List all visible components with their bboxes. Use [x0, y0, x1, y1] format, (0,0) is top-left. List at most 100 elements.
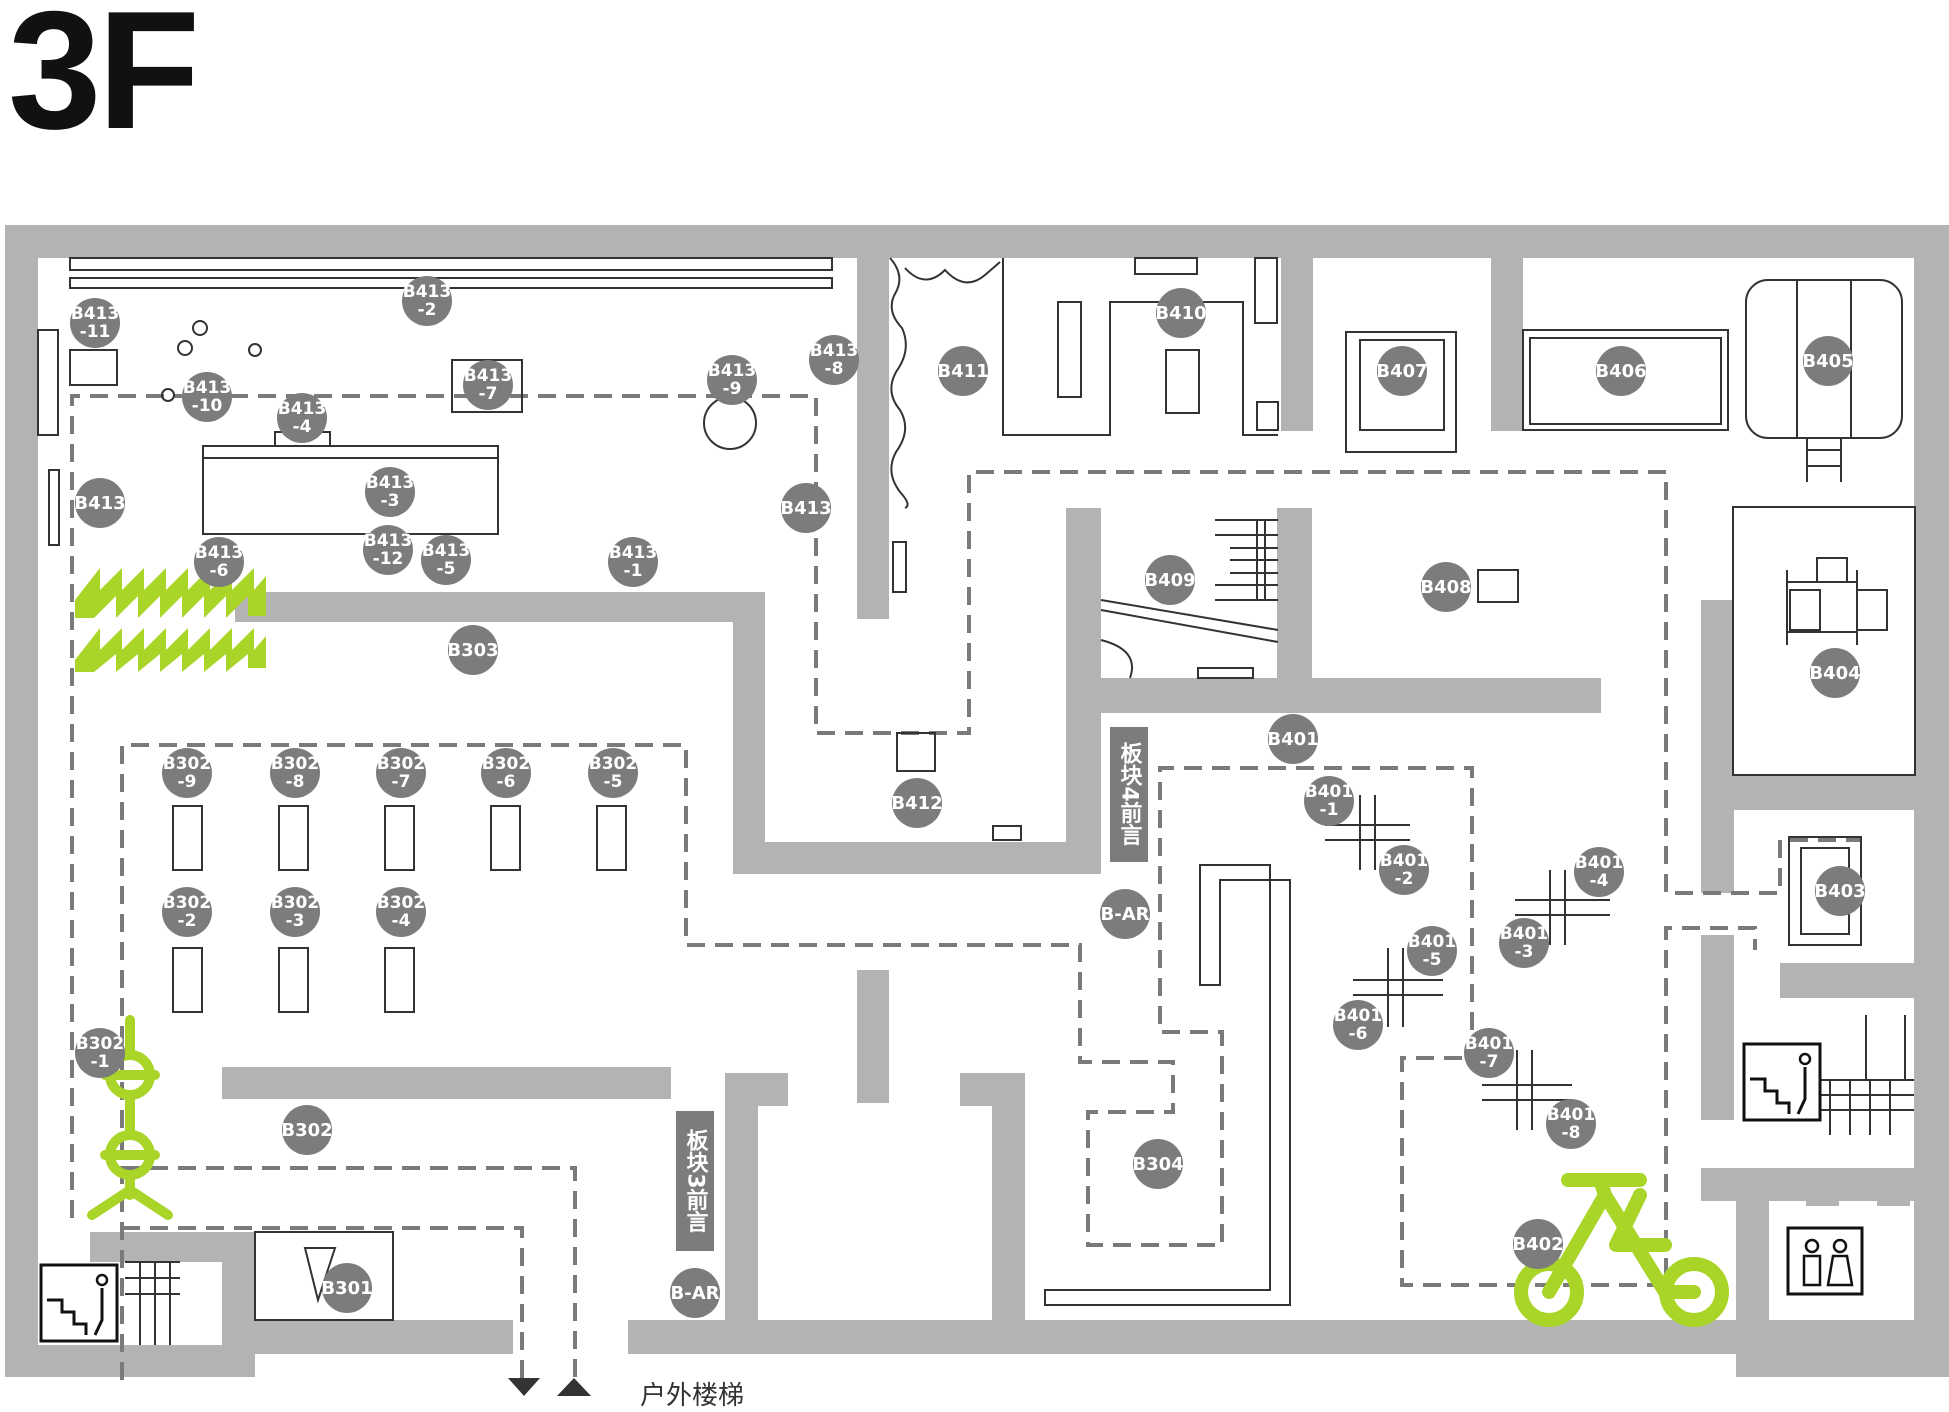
- b409-bottom-strip: [1197, 667, 1254, 679]
- location-marker-badge: [448, 625, 498, 675]
- location-marker-label: B303: [447, 640, 498, 661]
- location-marker-label: B302-4: [377, 893, 425, 931]
- location-marker-badge: [1133, 1139, 1183, 1189]
- location-marker-label: B401-2: [1380, 851, 1428, 889]
- location-marker: B401-7: [1464, 1028, 1514, 1078]
- stairs-icon-body-right: [1796, 1067, 1807, 1115]
- location-marker-badge: [463, 360, 513, 410]
- location-marker: B413-6: [194, 537, 244, 587]
- b401-cross-5: [1353, 948, 1443, 1027]
- stairs-icon-steps-left: [47, 1298, 88, 1335]
- stairs-icon-steps-right: [1750, 1077, 1791, 1114]
- location-marker: B408: [1420, 562, 1472, 612]
- location-marker-badge: [809, 335, 859, 385]
- section-label-4-bg: [1110, 727, 1148, 862]
- location-marker-label: B403: [1814, 881, 1865, 902]
- location-marker-badge: [70, 298, 120, 348]
- lime-figure-icon: [87, 1015, 173, 1220]
- location-marker-badge: [670, 1268, 720, 1318]
- location-marker-label: B401: [1267, 729, 1318, 750]
- location-marker-label: B412: [891, 793, 942, 814]
- location-marker-label: B302-2: [163, 893, 211, 931]
- wall-b404-b403: [1733, 775, 1949, 810]
- wall-b303-horizontal: [235, 592, 765, 622]
- location-marker-label: B413: [74, 493, 125, 514]
- location-marker-badge: [376, 748, 426, 798]
- b413-left-panel: [37, 329, 59, 436]
- b410-right-box: [1256, 401, 1279, 431]
- location-marker-label: B-AR: [1101, 904, 1150, 925]
- location-marker: B413-9: [707, 355, 757, 405]
- figure-leg-left: [87, 1185, 135, 1220]
- wall-central-left-cap: [725, 1073, 788, 1106]
- location-marker-label: B302-6: [482, 754, 530, 792]
- location-marker: B402: [1512, 1219, 1564, 1269]
- b410-partition: [1002, 258, 1278, 436]
- b412-small-box: [992, 825, 1022, 841]
- b408-box: [1477, 569, 1519, 603]
- location-marker-badge: [1156, 288, 1206, 338]
- location-marker: B401-8: [1546, 1099, 1596, 1149]
- location-marker-label: B413-4: [278, 399, 326, 437]
- b413-box-11: [69, 349, 118, 386]
- location-marker-badge: [1513, 1219, 1563, 1269]
- location-marker-badge: [1815, 866, 1865, 916]
- location-marker: B413: [74, 478, 126, 528]
- location-marker-label: B301: [321, 1278, 372, 1299]
- wall-central-right-cap: [960, 1073, 1025, 1106]
- location-marker: B302-2: [162, 887, 212, 937]
- location-marker: B302-3: [270, 887, 320, 937]
- location-marker: B412: [891, 778, 943, 828]
- stairs-icon-body-left: [93, 1288, 104, 1336]
- location-markers: B413-11B413-2B413-10B413-7B413-4B413-9B4…: [70, 276, 1866, 1318]
- wall-b303-vertical: [733, 592, 765, 874]
- outer-wall-top: [5, 225, 1949, 258]
- location-marker-badge: [781, 483, 831, 533]
- wall-central-left: [725, 1073, 758, 1353]
- floor-title: 3F: [8, 0, 200, 164]
- location-marker: B401-2: [1379, 845, 1429, 895]
- location-marker: B413-11: [70, 298, 120, 348]
- zigzag-row-2: [75, 628, 266, 672]
- b413-wall-panel: [69, 257, 833, 271]
- route-b302-loop: [120, 743, 1757, 1380]
- location-marker: B413-10: [182, 372, 232, 422]
- wall-b403-left: [1701, 810, 1734, 893]
- restroom-icon-head-male: [1804, 1238, 1820, 1254]
- bicycle-icon: [1514, 1173, 1729, 1327]
- location-marker-label: B302-8: [271, 754, 319, 792]
- location-marker-label: B401-7: [1465, 1034, 1513, 1072]
- outdoor-stairs-label: 户外楼梯: [640, 1381, 745, 1411]
- restroom-icon-head-female: [1832, 1238, 1848, 1254]
- location-marker-label: B413-9: [708, 361, 756, 399]
- b411-curtain-top: [904, 261, 1001, 284]
- location-marker: B413-2: [402, 276, 452, 326]
- wall-center-pillar: [857, 970, 889, 1103]
- location-marker-badge: [1421, 562, 1471, 612]
- location-marker: B409: [1144, 555, 1196, 605]
- location-marker-label: B413: [780, 498, 831, 519]
- wall-restroom-post-a: [1806, 1168, 1839, 1206]
- fixtures: [37, 257, 1916, 1345]
- location-marker-label: B413-12: [364, 531, 412, 569]
- b406-frame: [1522, 329, 1729, 431]
- location-marker-label: B304: [1132, 1154, 1183, 1175]
- location-marker-label: B413-7: [464, 366, 512, 404]
- location-marker-label: B405: [1802, 351, 1853, 372]
- b413-long-table: [202, 445, 499, 535]
- b413-bubble-4: [161, 388, 175, 402]
- b410-panel-a: [1057, 301, 1082, 398]
- location-marker: B302-1: [75, 1028, 125, 1078]
- b302-stand-2: [172, 947, 203, 1013]
- location-marker: B413-7: [463, 360, 513, 410]
- stairs-icon-frame-left: [39, 1263, 119, 1343]
- location-marker: B302-8: [270, 748, 320, 798]
- location-marker-label: B413-1: [609, 543, 657, 581]
- location-marker-badge: [402, 276, 452, 326]
- b409-curve: [1100, 599, 1279, 679]
- location-marker-label: B409: [1144, 570, 1195, 591]
- location-marker: B407: [1376, 346, 1428, 396]
- location-marker-badge: [322, 1263, 372, 1313]
- location-marker-label: B302: [281, 1120, 332, 1141]
